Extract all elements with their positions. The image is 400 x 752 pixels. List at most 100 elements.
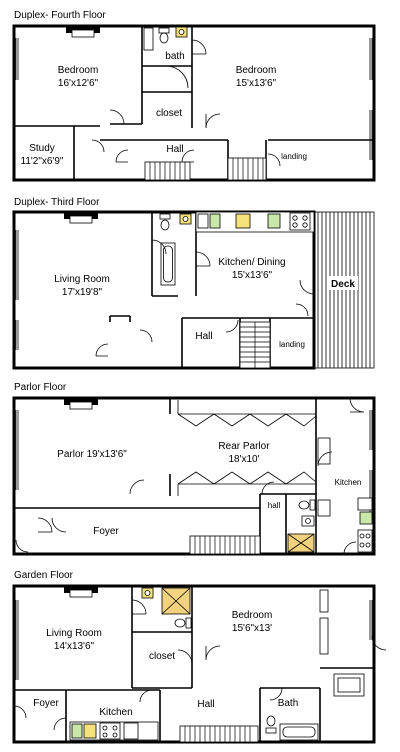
door-swing-icon [91,139,105,153]
outer-wall [12,396,376,556]
window-icon [15,600,373,680]
door-swing-icon [317,451,333,467]
sink-icon [141,587,154,599]
room-name: landing [281,152,307,161]
room-name: Bath [278,698,299,709]
interior-walls [14,398,317,554]
door-swing-icon [177,649,193,665]
door-swing-icon [261,481,275,495]
floor-title: Duplex- Third Floor [14,197,100,208]
door-swing-icon [129,479,145,495]
stove-icon [357,529,373,553]
closet-shelf [319,589,329,613]
refrigerator-icon [197,213,209,229]
room-name: Living Room [46,628,102,639]
interior-walls [14,26,374,180]
room-name: bath [165,51,184,62]
fireplace-icon [64,213,98,224]
floor-title: Parlor Floor [14,382,67,393]
door-swing-icon [13,705,27,719]
sink-icon [83,723,97,739]
door-swing-icon [205,645,221,661]
room-size: 11'2"x6'9" [21,156,64,167]
room-name: Kitchen [99,707,132,718]
floor-title: Duplex- Fourth Floor [14,10,106,21]
kitchen-counter [195,211,315,233]
room-name: Foyer [33,698,59,709]
window-icon [15,410,373,520]
room-name: Kitchen [335,478,362,487]
floor-title: Garden Floor [14,570,74,581]
fireplace-icon [64,399,98,410]
room-size: 14'x13'6" [54,641,95,652]
toilet-icon [265,715,277,734]
door-swing-icon [191,39,207,55]
room-name: closet [156,108,182,119]
staircase-icon [144,157,267,181]
room-name: Hall [195,331,212,342]
room-name: Study [29,143,55,154]
bathtub-icon [160,242,176,286]
outer-wall [12,24,376,182]
shower-icon [161,587,191,615]
room-name: closet [149,651,175,662]
door-swing-icon [205,113,221,129]
door-swing-icon [37,517,53,533]
door-swing-icon [53,717,67,731]
fireplace-icon [66,27,100,38]
room-name: Rear Parlor [218,441,270,452]
refrigerator-icon [123,722,139,740]
garden-floor-plan: Garden Floor [12,570,387,744]
door-swing-icon [295,303,309,317]
door-swing-icon [269,687,283,701]
stove-icon [289,212,311,231]
room-size: 15'x13'6" [236,78,277,89]
staircase-icon [189,535,261,555]
shelf-icon [143,27,154,51]
room-name: Hall [197,699,214,710]
toilet-icon [159,213,171,231]
dishwasher-icon [209,213,221,229]
window-icon [15,38,373,160]
door-swing-icon [225,319,239,333]
third-floor-plan: Duplex- Third Floor Deck [12,197,375,370]
room-name: Bedroom [232,610,273,621]
closet-doors [177,400,317,496]
room-name: landing [279,340,305,349]
door-swing-icon [343,541,357,555]
door-swing-icon [139,329,153,343]
staircase-icon [239,321,271,369]
room-size: 17'x19'8" [62,287,103,298]
door-swing-icon [349,397,365,413]
door-swing-icon [95,343,109,357]
door-swing-icon [195,251,211,267]
parlor-floor-plan: Parlor Floor [12,382,376,556]
bathtub-icon [279,723,319,741]
closet-shelf [319,617,329,655]
room-name: Living Room [54,274,110,285]
staircase-icon [179,725,259,743]
fourth-floor-plan: Duplex- Fourth Floor [12,10,376,182]
door-swing-icon [181,149,195,163]
toilet-icon [298,499,316,511]
door-swing-icon [139,689,153,703]
room-name: Bedroom [236,65,277,76]
shower-icon [287,533,315,553]
room-name: Hall [166,144,183,155]
door-swing-icon [51,517,67,533]
room-size: 15'6"x13' [232,623,272,634]
room-name: hall [268,501,281,510]
stove-icon [99,722,121,740]
dishwasher-icon [71,723,83,739]
sink-icon [179,213,192,225]
door-swing-icon [165,65,189,89]
appliance-icon [337,677,361,693]
door-swing-icon [299,279,315,295]
window-icon [15,230,19,350]
kitchen-counter [69,721,159,741]
sink-icon [175,26,188,38]
toilet-icon [158,27,170,44]
toilet-icon [174,617,192,629]
sink-icon [301,515,315,527]
